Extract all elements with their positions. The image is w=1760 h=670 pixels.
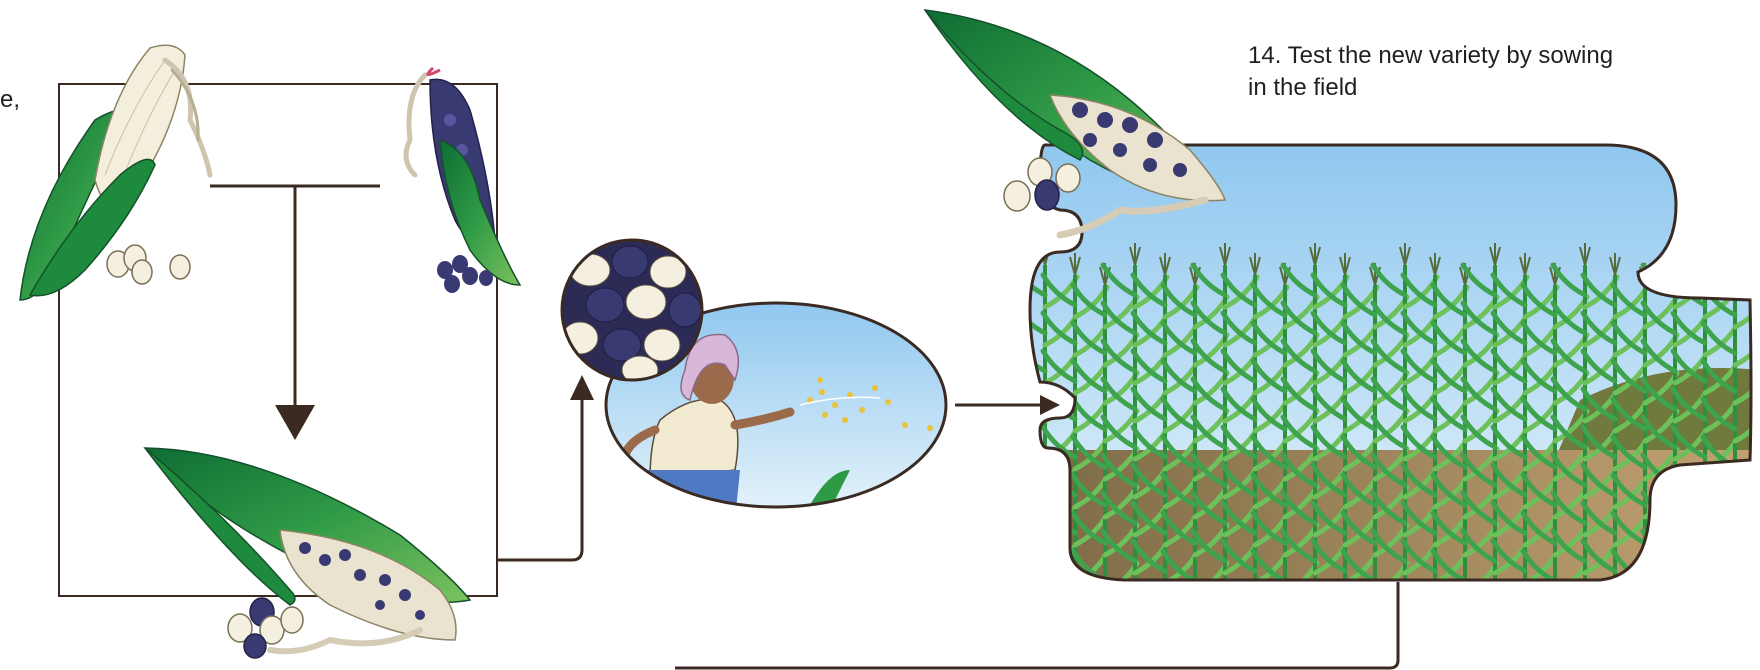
corn-leaf xyxy=(1705,477,1737,507)
corn-leaf xyxy=(1673,541,1705,571)
corn-leaf xyxy=(1675,505,1707,535)
cut-off-text-line: e, xyxy=(0,86,20,113)
corn-leaf xyxy=(1645,563,1677,593)
cross-down-arrow-icon xyxy=(275,405,315,440)
corn-leaf xyxy=(1735,563,1760,593)
step-caption-line-1: 14. Test the new variety by sowing xyxy=(1248,40,1708,72)
corn-tassel xyxy=(1730,263,1740,285)
corn-leaf xyxy=(1675,467,1707,497)
corn-leaf xyxy=(1013,531,1045,561)
white-kernels xyxy=(107,245,190,284)
corn-leaf xyxy=(1673,503,1705,533)
step-caption: 14. Test the new variety by sowing in th… xyxy=(1248,40,1708,104)
right-arrow-icon xyxy=(1040,395,1060,415)
corn-leaf xyxy=(1013,455,1045,485)
hybrid-corn xyxy=(145,448,470,651)
corn-leaf xyxy=(1703,513,1735,543)
step-caption-line-2: in the field xyxy=(1248,72,1708,104)
corn-tassel xyxy=(1700,253,1710,275)
cut-off-text: e, xyxy=(0,84,20,116)
corn-leaf xyxy=(1673,465,1705,495)
corn-leaf xyxy=(1645,525,1677,555)
corn-leaf xyxy=(1735,487,1760,517)
corn-leaf xyxy=(1675,543,1707,573)
corn-leaf xyxy=(1705,515,1737,545)
corn-tassel xyxy=(1670,243,1680,265)
corn-leaf xyxy=(1703,475,1735,505)
corn-leaf xyxy=(1703,551,1735,581)
purple-corn-parent xyxy=(406,68,520,285)
corn-leaf xyxy=(1705,553,1737,583)
corn-leaf xyxy=(1013,493,1045,523)
corn-leaf xyxy=(1735,525,1760,555)
field-feedback-connector xyxy=(675,582,1398,668)
box-to-sowing-connector xyxy=(497,395,582,560)
up-arrow-icon xyxy=(570,375,594,400)
